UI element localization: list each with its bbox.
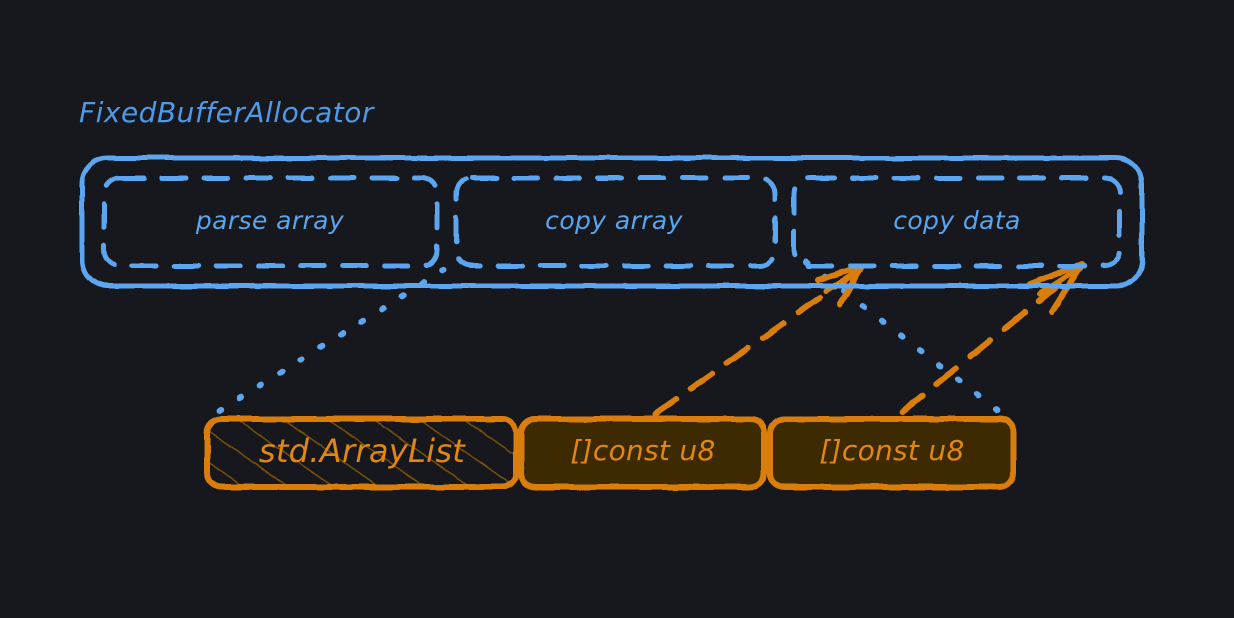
connector-arraylist-to-parse-array [216, 262, 455, 414]
phase-region-0[interactable] [101, 175, 440, 269]
memory-block-0-fill [207, 419, 516, 487]
memory-block-0-outline[interactable] [204, 416, 519, 490]
memory-block-2-outline[interactable] [767, 416, 1016, 490]
phase-region-1[interactable] [453, 175, 778, 269]
memory-block-2-fill [770, 419, 1013, 487]
memory-block-1-outline[interactable] [518, 416, 767, 490]
memory-block-1-fill [521, 419, 764, 487]
connector-arraylist-to-copy-data [803, 259, 1003, 415]
allocator-container-outline [79, 155, 1145, 289]
phase-region-2[interactable] [791, 175, 1123, 269]
